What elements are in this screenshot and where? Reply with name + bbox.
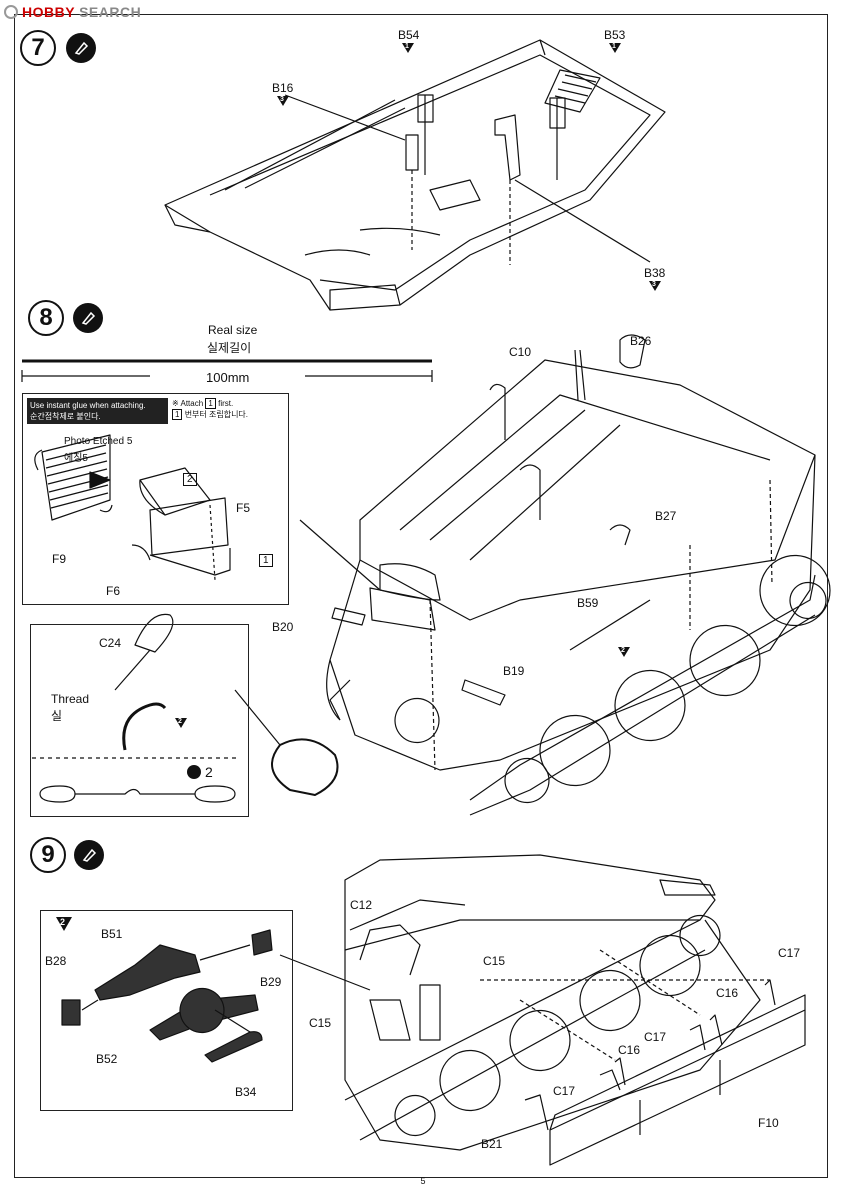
part-label-c16-top: C16 <box>716 986 739 1000</box>
part-label-b20: B20 <box>272 620 294 634</box>
part-label-b28: B28 <box>45 954 67 968</box>
qty-triangle-b38: 3 <box>649 281 661 291</box>
part-label-c17-mid: C17 <box>644 1030 667 1044</box>
etch-inset-drawing <box>34 434 231 581</box>
watermark: HOBBY SEARCH <box>4 4 141 20</box>
cable-tri-num: 2 <box>178 718 182 725</box>
hull-front-drawing <box>279 854 806 1166</box>
photo-etched-label-kr: 에칭5 <box>64 453 88 464</box>
attach-num-box: 1 <box>205 398 216 409</box>
qty-b59: 2 <box>621 647 625 654</box>
part-label-b53: B53 <box>604 28 626 42</box>
hull-floor-drawing <box>164 39 666 311</box>
length-label: 100mm <box>206 370 250 385</box>
attach-kr-text: 번부터 조립합니다. <box>184 410 249 419</box>
part-label-b38: B38 <box>644 266 666 280</box>
etch-inset-box <box>22 393 289 605</box>
cement-icon <box>66 33 96 63</box>
part-label-c16-mid: C16 <box>618 1043 641 1057</box>
front-plate-inset-box <box>40 910 293 1111</box>
front-plate-tri-num: 2 <box>60 917 66 927</box>
cable-qty-value: 2 <box>205 764 213 780</box>
front-plate-qty-triangle: 2 <box>56 917 72 931</box>
qty-triangle-b53: 1 <box>609 43 621 53</box>
page-number: 5 <box>420 1176 426 1186</box>
part-label-f6: F6 <box>106 584 121 598</box>
instant-glue-note-kr: 순간접착제로 붙인다. <box>30 412 101 421</box>
photo-etched-label: Photo Etched 5 <box>64 436 133 447</box>
cement-icon <box>73 303 103 333</box>
cement-tube-glyph <box>82 848 97 862</box>
cement-icon <box>74 840 104 870</box>
qty-b38: 3 <box>652 281 656 288</box>
cable-qty-triangle: 2 <box>175 718 187 728</box>
qty-b53: 1 <box>612 43 616 50</box>
part-label-b52: B52 <box>96 1052 118 1066</box>
part-label-f5: F5 <box>236 501 251 515</box>
part-label-b21: B21 <box>481 1137 503 1151</box>
part-label-b29: B29 <box>260 975 282 989</box>
watermark-logo-icon <box>4 5 18 19</box>
part-label-c15-right: C15 <box>483 954 506 968</box>
part-label-b19: B19 <box>503 664 525 678</box>
part-label-f10: F10 <box>758 1116 779 1130</box>
part-label-b59: B59 <box>577 596 599 610</box>
qty-b16: 3 <box>280 96 284 103</box>
part-label-f9: F9 <box>52 552 67 566</box>
real-size-label: Real size <box>208 323 258 337</box>
part-label-b26: B26 <box>630 334 652 348</box>
attach-first-note: ※ Attach 1 first. 1 번부터 조립합니다. <box>172 398 248 420</box>
part-label-b54: B54 <box>398 28 420 42</box>
part-label-c24: C24 <box>99 636 122 650</box>
attach-first-note-kr: 1 번부터 조립합니다. <box>172 409 248 420</box>
part-label-c10: C10 <box>509 345 532 359</box>
front-plate-inset-drawing <box>61 929 273 1063</box>
part-label-b34: B34 <box>235 1085 257 1099</box>
watermark-brand: HOBBY <box>22 4 76 20</box>
real-size-gauge <box>21 359 433 382</box>
part-label-b27: B27 <box>655 509 677 523</box>
qty-triangle-b59: 2 <box>618 647 630 657</box>
part-label-c12: C12 <box>350 898 373 912</box>
part-label-c15-left: C15 <box>309 1016 332 1030</box>
attach-num-box-kr: 1 <box>172 409 183 420</box>
real-size-label-kr: 실제길이 <box>207 341 252 355</box>
make-two-icon <box>187 765 201 779</box>
cement-tube-glyph <box>74 41 89 55</box>
attach-first-note-en: ※ Attach 1 first. <box>172 398 234 409</box>
hull-assembly-drawing <box>234 334 831 816</box>
cable-quantity: 2 <box>187 764 213 780</box>
qty-b54: 1 <box>405 43 409 50</box>
part-label-c17-bottom: C17 <box>553 1084 576 1098</box>
step-9-number: 9 <box>30 837 66 873</box>
watermark-rest: SEARCH <box>79 4 142 20</box>
thread-label-kr: 실 <box>51 709 63 723</box>
instant-glue-note-en: Use instant glue when attaching. <box>30 401 146 410</box>
part-label-c17-top: C17 <box>778 946 801 960</box>
thread-label: Thread <box>51 692 90 706</box>
step-8-number: 8 <box>28 300 64 336</box>
qty-triangle-b54: 1 <box>402 43 414 53</box>
qty-triangle-b16: 3 <box>277 96 289 106</box>
step-7-number: 7 <box>20 30 56 66</box>
attach-word: Attach <box>180 399 204 408</box>
cement-tube-glyph <box>81 311 96 325</box>
sub-step-2-box: 2 <box>183 473 197 486</box>
cable-inset-box <box>30 624 249 817</box>
cable-inset-drawing <box>32 613 240 803</box>
attach-first-word: first. <box>218 399 234 408</box>
page-frame <box>14 14 828 1178</box>
part-label-b16: B16 <box>272 81 294 95</box>
instant-glue-note: Use instant glue when attaching. 순간접착제로 … <box>27 398 168 424</box>
sub-step-1-box: 1 <box>259 554 273 567</box>
part-label-b51: B51 <box>101 927 123 941</box>
